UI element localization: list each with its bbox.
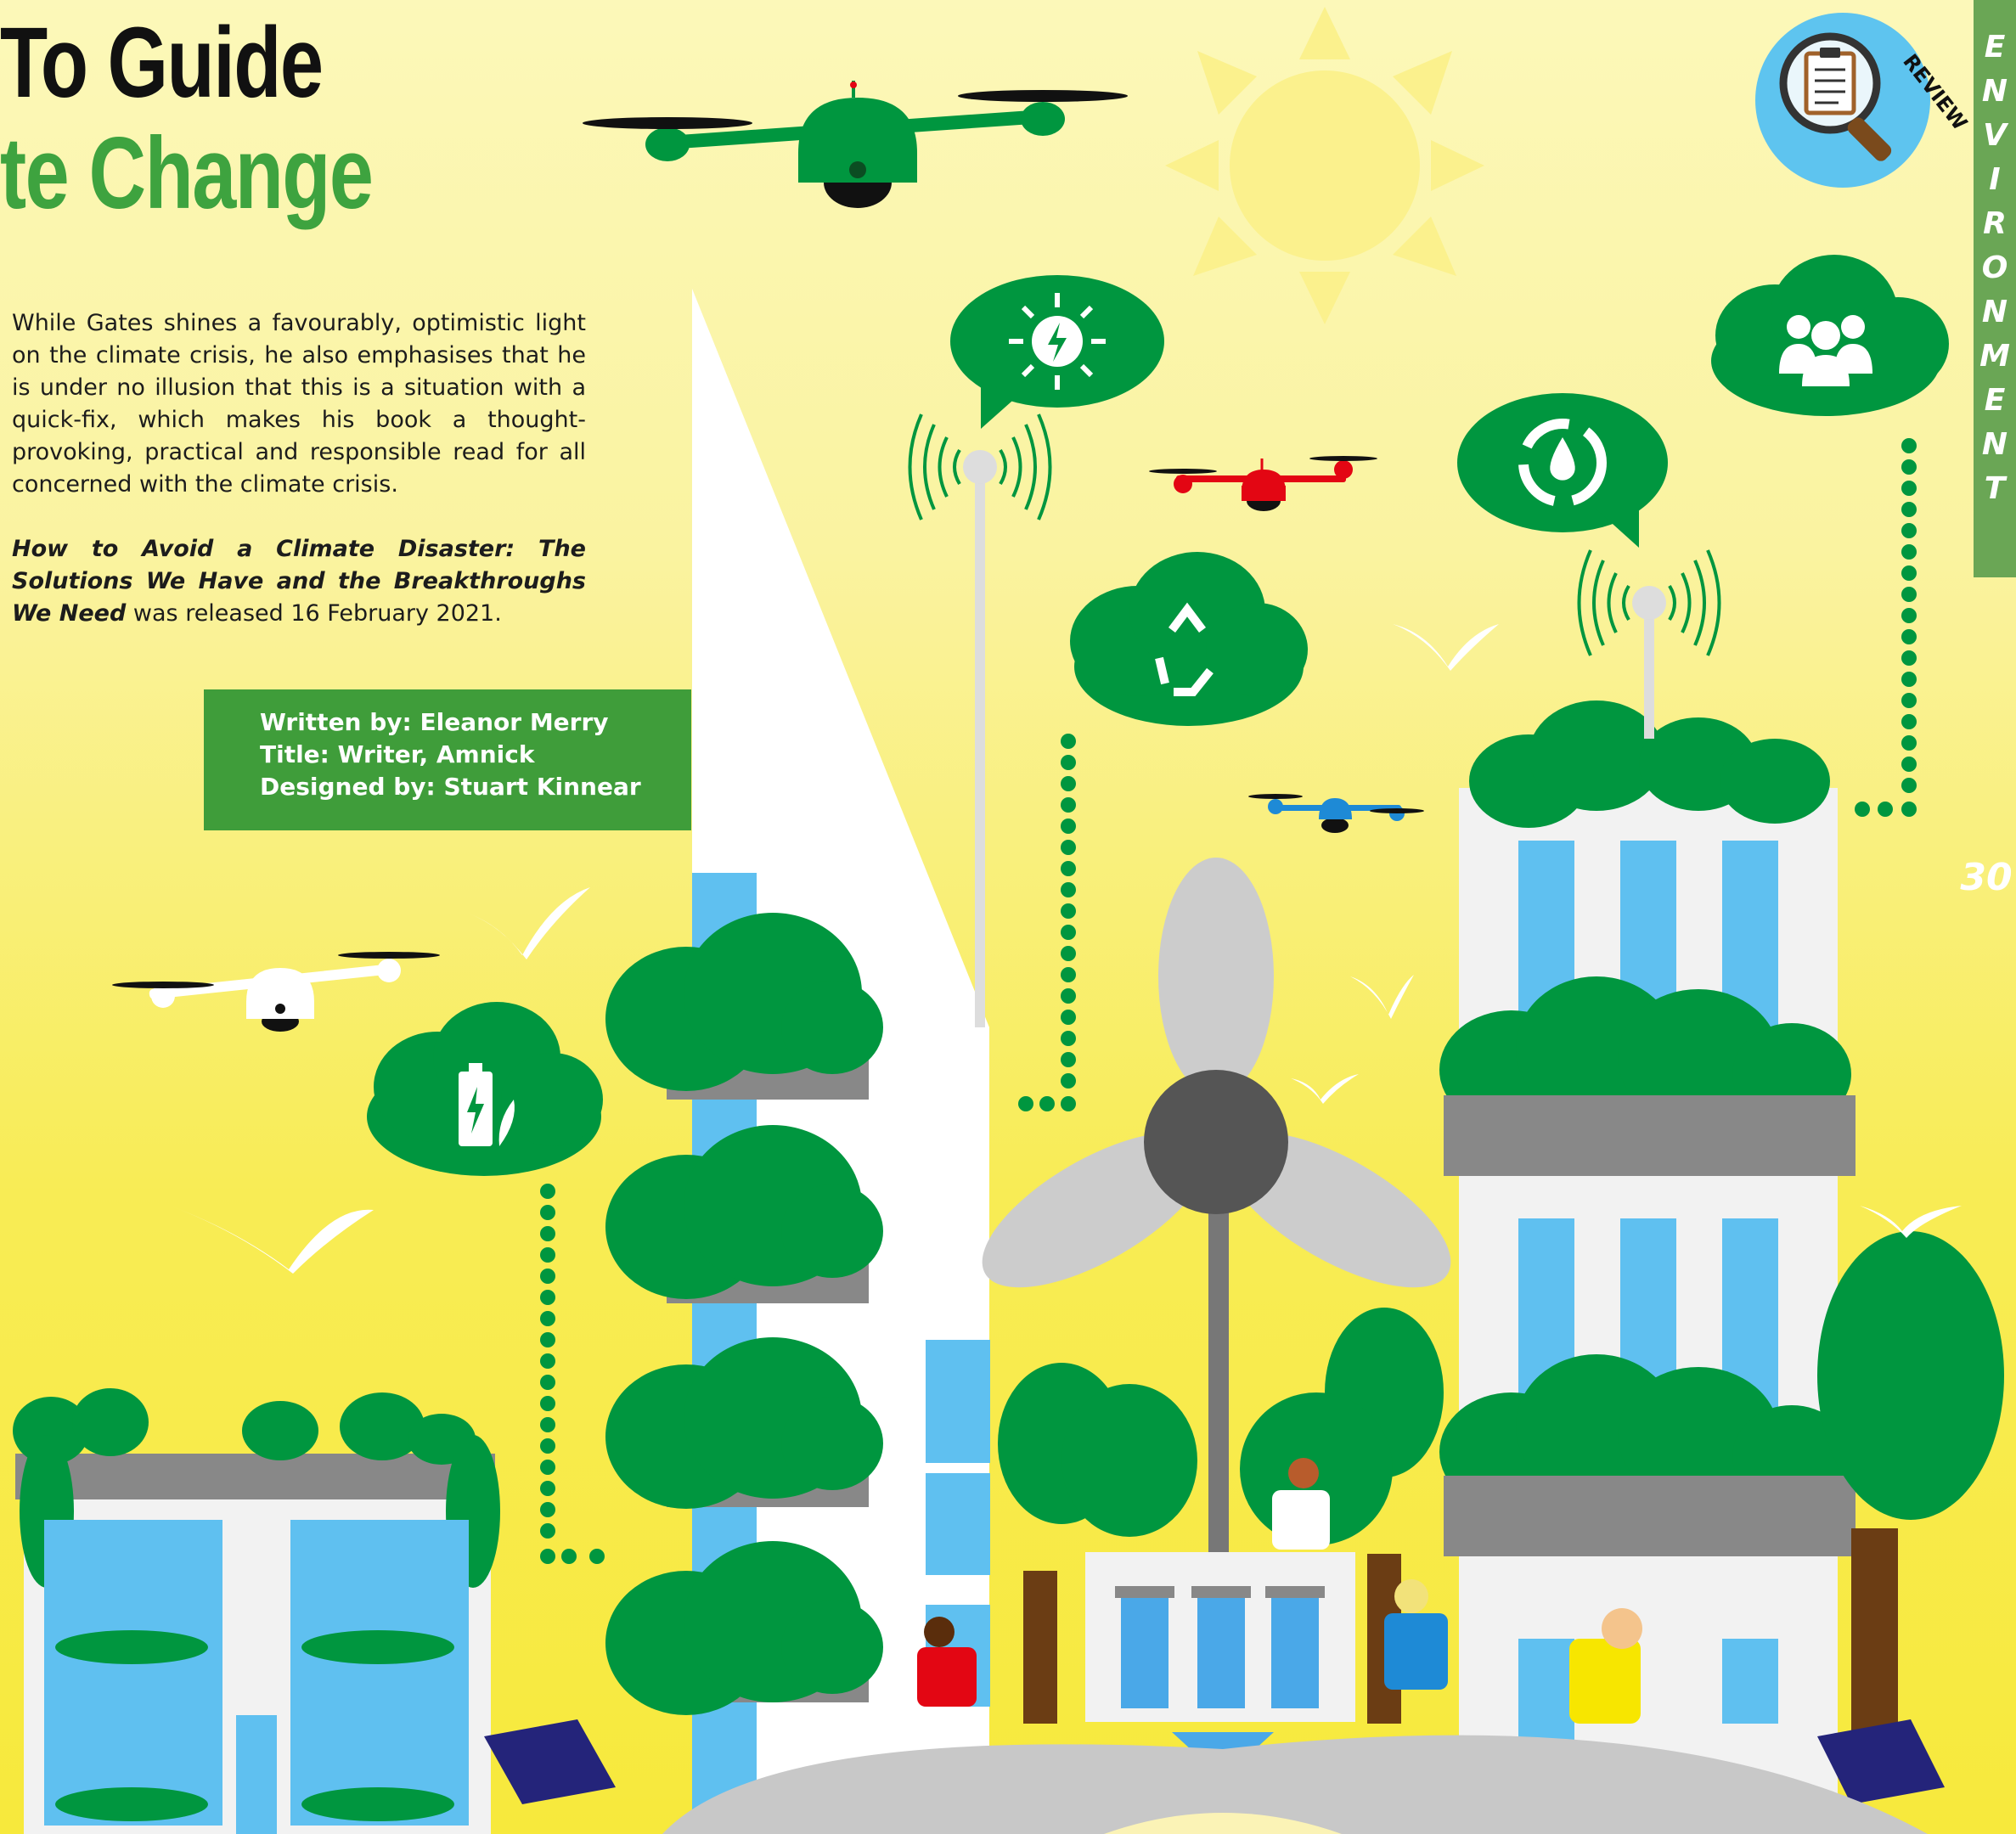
section-letter: V <box>1983 118 2007 153</box>
headline-line-2: te Change <box>0 116 374 230</box>
book-title: How to Avoid a Climate Disaster: The Sol… <box>12 536 586 627</box>
section-tab <box>1974 0 2016 577</box>
battery-cloud <box>367 1002 603 1176</box>
credit-designed-by: Designed by: Stuart Kinnear <box>260 773 641 801</box>
community-icon <box>1779 315 1872 386</box>
water-cycle-icon <box>1518 419 1607 507</box>
credit-title: Title: Writer, Amnick <box>260 740 535 768</box>
credit-written-by: Written by: Eleanor Merry <box>260 708 609 736</box>
article-body: While Gates shines a favourably, optimis… <box>12 307 586 662</box>
water-cycle-bubble <box>1457 393 1668 548</box>
left-building <box>13 1388 500 1834</box>
section-letter: R <box>1983 206 2007 241</box>
drone-icon <box>112 81 1424 1032</box>
open-book-icon <box>662 1735 1928 1834</box>
page-number: 30 <box>1960 856 2013 899</box>
section-letter: N <box>1981 74 2008 109</box>
tower-planters <box>605 913 883 1715</box>
release-date-text: was released 16 February 2021. <box>126 600 502 627</box>
wind-turbine-icon <box>982 858 1451 1579</box>
headline-line-1: To Guide <box>0 7 324 119</box>
battery-leaf-icon <box>459 1063 515 1146</box>
people <box>917 1458 1642 1724</box>
section-letter: T <box>1984 471 2006 506</box>
recycle-cloud <box>1070 552 1308 726</box>
section-letter: E <box>1984 383 2006 418</box>
section-letter: O <box>1981 250 2008 285</box>
dotted-lines <box>540 438 1917 1564</box>
review-badge: REVIEW <box>1755 13 1972 188</box>
antennas <box>908 413 1721 1027</box>
birds <box>170 624 1962 1274</box>
article-paragraph-1: While Gates shines a favourably, optimis… <box>12 310 586 498</box>
credits-box: Written by: Eleanor Merry Title: Writer,… <box>204 689 691 830</box>
sun-icon <box>1165 7 1484 324</box>
section-letter: E <box>1984 30 2006 65</box>
section-letter: N <box>1981 295 2008 329</box>
recycle-icon <box>1155 602 1214 696</box>
section-tab-label: E N V I R O N M E N T <box>1974 25 2016 511</box>
section-letter: M <box>1979 339 2010 374</box>
section-letter: N <box>1981 427 2008 462</box>
community-cloud <box>1711 255 1949 416</box>
article-paragraph-2: How to Avoid a Climate Disaster: The Sol… <box>12 533 586 630</box>
right-building <box>1439 700 1856 1834</box>
right-edge-tree <box>1817 1231 2004 1749</box>
solar-energy-bubble <box>950 275 1164 429</box>
section-letter: I <box>1989 162 2001 197</box>
solar-panel-icon <box>484 1719 1945 1804</box>
power-station <box>1085 1552 1355 1779</box>
clipboard-magnifier-icon <box>1804 48 1856 115</box>
